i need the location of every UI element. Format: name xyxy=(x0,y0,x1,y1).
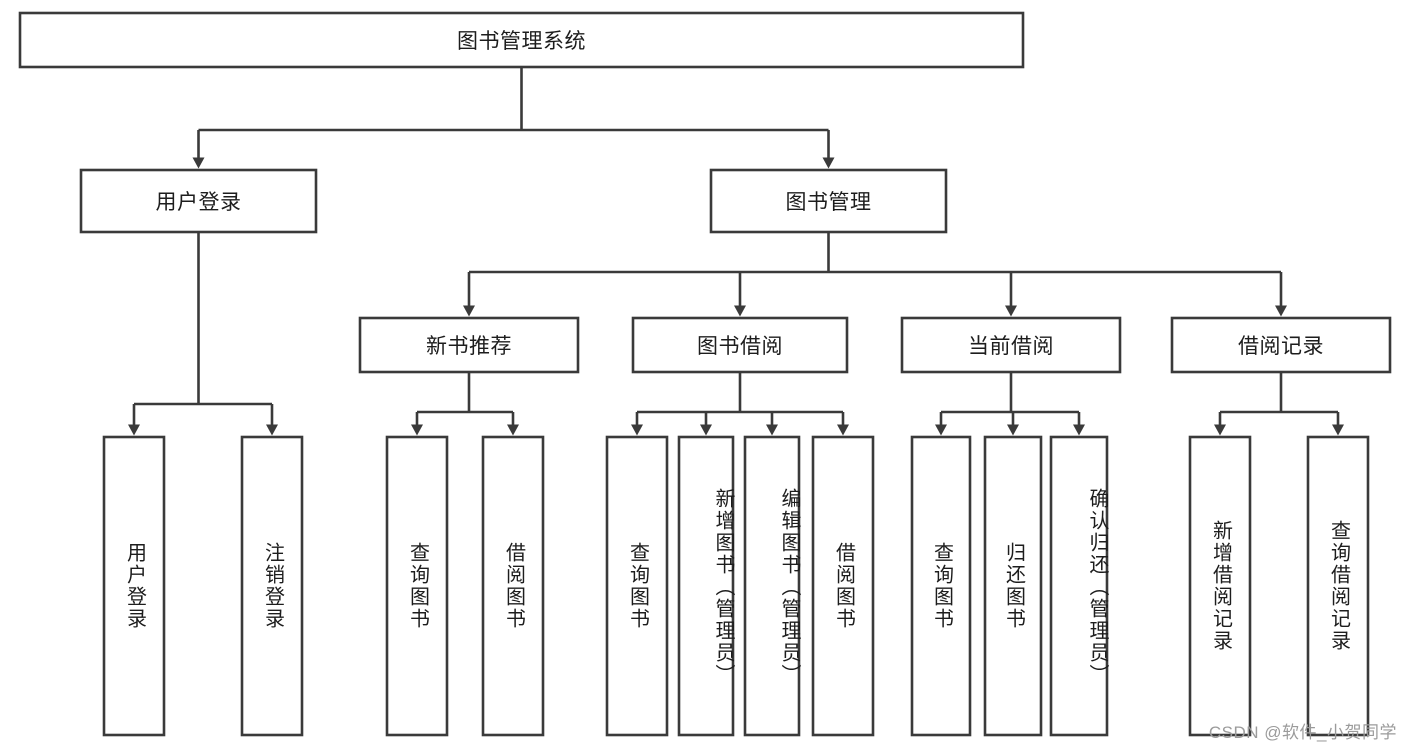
csdn-watermark: CSDN @软件_小贺同学 xyxy=(1208,723,1397,742)
node-box-root-0[interactable] xyxy=(18,11,1025,69)
node-box-leaf-5[interactable] xyxy=(677,435,735,737)
node-box-level2-1[interactable] xyxy=(709,168,948,234)
node-box-leaf-9[interactable] xyxy=(983,435,1043,737)
node-box-leaf-11[interactable] xyxy=(1188,435,1252,737)
node-box-leaf-1[interactable] xyxy=(240,435,304,737)
node-box-leaf-2[interactable] xyxy=(385,435,449,737)
node-box-leaf-3[interactable] xyxy=(481,435,545,737)
node-box-leaf-0[interactable] xyxy=(102,435,166,737)
node-box-leaf-4[interactable] xyxy=(605,435,669,737)
connectors-layer xyxy=(128,67,1344,436)
node-box-leaf-12[interactable] xyxy=(1306,435,1370,737)
node-box-level3-1[interactable] xyxy=(631,316,849,374)
node-box-level2-0[interactable] xyxy=(79,168,318,234)
node-box-level3-0[interactable] xyxy=(358,316,580,374)
node-box-leaf-7[interactable] xyxy=(811,435,875,737)
node-box-leaf-10[interactable] xyxy=(1049,435,1109,737)
boxes-layer xyxy=(18,11,1392,737)
node-box-leaf-6[interactable] xyxy=(743,435,801,737)
node-box-level3-2[interactable] xyxy=(900,316,1122,374)
node-box-leaf-8[interactable] xyxy=(910,435,972,737)
node-box-level3-3[interactable] xyxy=(1170,316,1392,374)
